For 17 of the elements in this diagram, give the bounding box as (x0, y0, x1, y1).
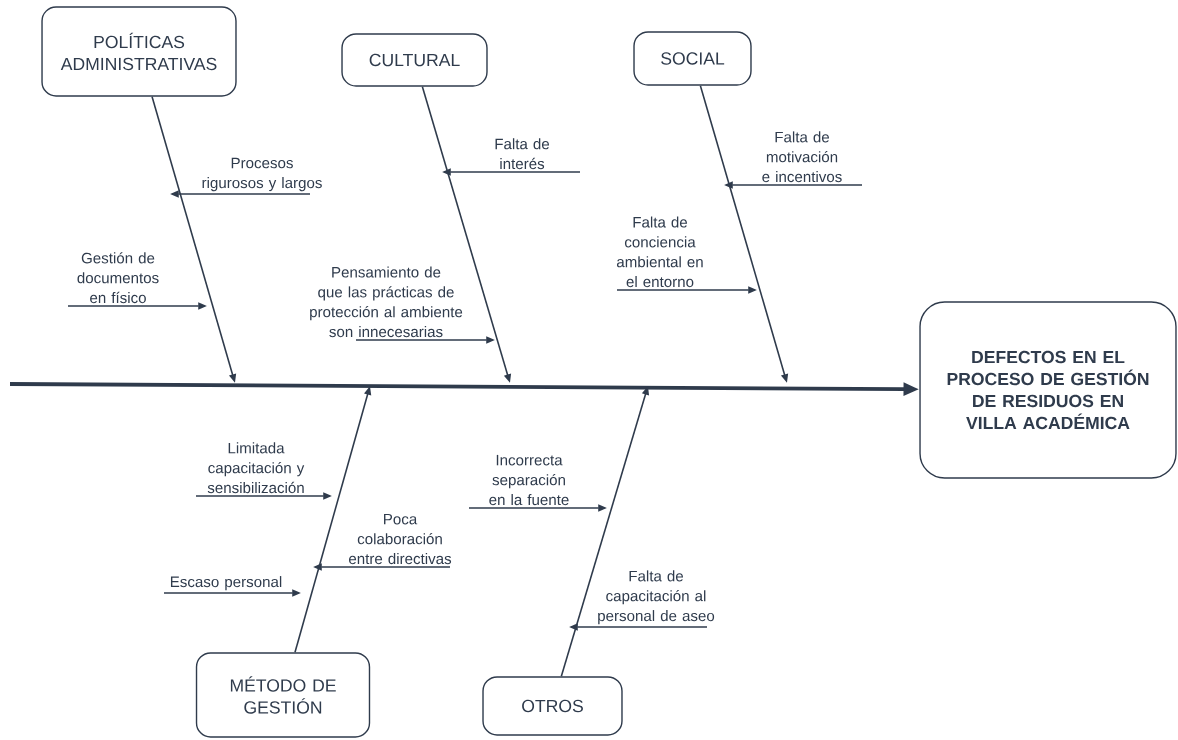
cause-label: Limitada capacitación y sensibilización (207, 442, 305, 494)
category-box: MÉTODO DE GESTIÓN (195, 652, 371, 738)
cause-label: Falta de capacitación al personal de aseo (598, 570, 715, 625)
cause-label: Poca colaboración entre directivas (349, 513, 452, 565)
cause-label: Incorrecta separación en la fuente (489, 454, 569, 506)
category-box: OTROS (482, 676, 623, 736)
cause-label: Falta de interés (495, 138, 549, 170)
category-box: POLÍTICAS ADMINISTRATIVAS (41, 6, 237, 97)
cause-label: Pensamiento de que las prácticas de protección al ambiente son innecesarias (310, 266, 463, 338)
effect-box: DEFECTOS EN EL PROCESO DE GESTIÓN DE RESIDUOS EN VILLA ACADÉMICA (919, 301, 1177, 479)
category-box: SOCIAL (633, 31, 752, 86)
cause-label: Falta de conciencia ambiental en el entorno (616, 216, 703, 288)
cause-label: Falta de motivación e incentivos (762, 131, 842, 183)
category-box: CULTURAL (341, 33, 488, 87)
cause-label: Procesos rigurosos y largos (202, 157, 322, 192)
cause-label: Gestión de documentos en físico (77, 252, 159, 304)
cause-label: Escaso personal (170, 576, 282, 591)
